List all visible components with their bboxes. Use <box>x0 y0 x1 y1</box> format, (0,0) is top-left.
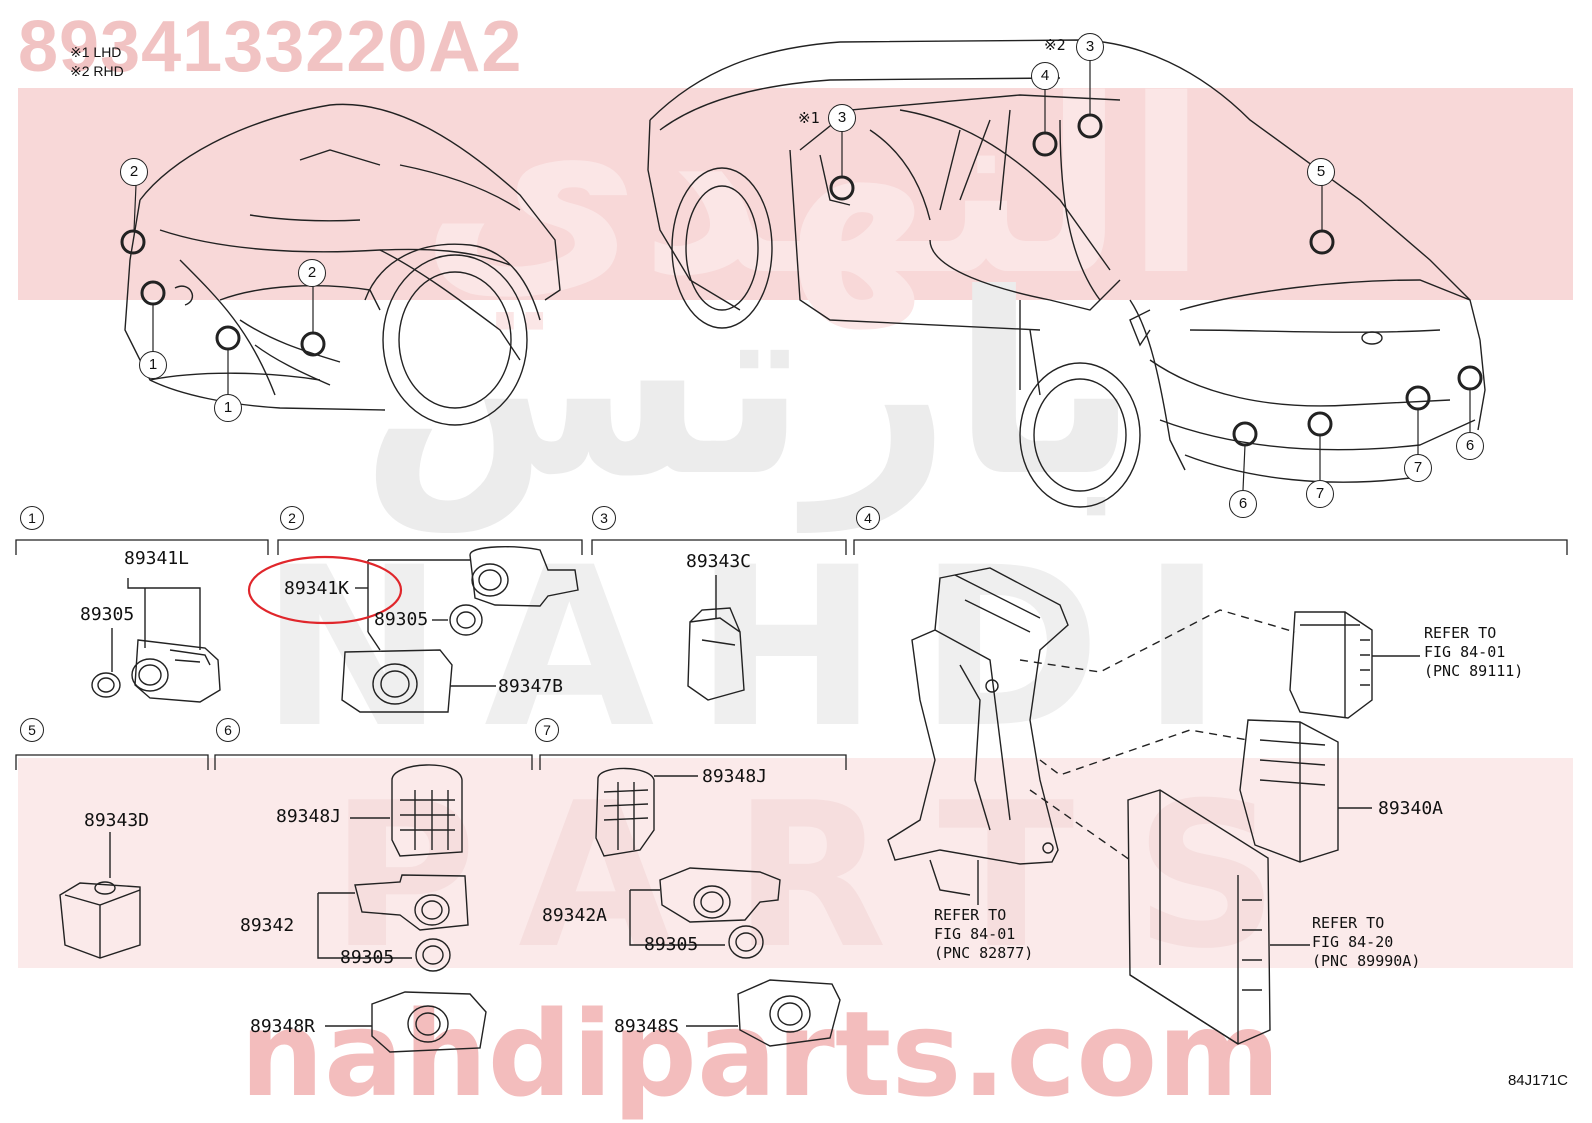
callout-5-rear: 5 <box>1307 158 1335 186</box>
part-label-89305-s2: 89305 <box>374 609 429 630</box>
front-car-illustration <box>124 103 561 426</box>
section-3-parts <box>687 575 745 701</box>
callout-3-rhd: 3 <box>1076 33 1104 61</box>
callout-6-rear-right: 6 <box>1456 432 1484 460</box>
part-label-89343C: 89343C <box>686 551 752 572</box>
line-art <box>15 39 1568 1053</box>
part-label-89343D: 89343D <box>84 810 150 831</box>
section-3-index: 3 <box>592 506 616 530</box>
section-6-index: 6 <box>216 718 240 742</box>
section-6-parts <box>317 764 487 1053</box>
part-label-89305-s7: 89305 <box>644 934 699 955</box>
part-label-89342A: 89342A <box>542 905 608 926</box>
part-label-89305-s6: 89305 <box>340 947 395 968</box>
part-label-89348J-s7: 89348J <box>702 766 768 787</box>
reference-note-82877: REFER TO FIG 84-01 (PNC 82877) <box>934 906 1034 962</box>
lhd-mark: ※1 <box>798 109 820 127</box>
callout-2-front-center: 2 <box>298 259 326 287</box>
sensor-ring-markers <box>120 113 1483 447</box>
highlight-ellipse <box>247 555 403 625</box>
part-label-89305-s1: 89305 <box>80 604 135 625</box>
callout-leaders <box>133 60 1471 491</box>
section-2-parts <box>341 546 579 713</box>
callout-2-front-left: 2 <box>120 158 148 186</box>
part-label-89348R: 89348R <box>250 1016 316 1037</box>
part-label-89348S: 89348S <box>614 1016 680 1037</box>
part-label-89342: 89342 <box>240 915 295 936</box>
diagram-stage: النهدي بارتس NAHDI PARTS nahdiparts.com … <box>15 7 1573 1123</box>
section-7-parts <box>595 767 841 1047</box>
section-1-index: 1 <box>20 506 44 530</box>
callout-7-rear-center: 7 <box>1306 480 1334 508</box>
callout-3-lhd: 3 <box>828 104 856 132</box>
rear-car-illustration <box>647 39 1486 508</box>
illustration-code: 84J171C <box>1507 1072 1568 1089</box>
note-lhd: ※1 LHD <box>70 44 122 60</box>
callout-4-rear: 4 <box>1031 62 1059 90</box>
section-1-parts <box>91 578 221 703</box>
part-label-89340A: 89340A <box>1378 798 1444 819</box>
part-label-89347B: 89347B <box>498 676 564 697</box>
callout-1-front-left: 1 <box>139 351 167 379</box>
section-5-index: 5 <box>20 718 44 742</box>
part-label-89341L: 89341L <box>124 548 190 569</box>
callout-1-front-center: 1 <box>214 394 242 422</box>
section-4-index: 4 <box>856 506 880 530</box>
reference-note-89111: REFER TO FIG 84-01 (PNC 89111) <box>1424 624 1524 680</box>
part-number-title: 8934133220A2 <box>18 7 523 87</box>
section-7-index: 7 <box>535 718 559 742</box>
section-4-parts <box>887 567 1420 1045</box>
note-rhd: ※2 RHD <box>70 63 124 79</box>
callout-6-rear-left: 6 <box>1229 490 1257 518</box>
part-label-89348J-s6: 89348J <box>276 806 342 827</box>
callout-7-rear-right: 7 <box>1404 454 1432 482</box>
part-label-89341K: 89341K <box>284 578 350 599</box>
section-brackets <box>15 539 1568 770</box>
rhd-mark: ※2 <box>1044 36 1066 54</box>
reference-note-89990A: REFER TO FIG 84-20 (PNC 89990A) <box>1312 914 1421 970</box>
section-5-parts <box>59 832 141 959</box>
section-2-index: 2 <box>280 506 304 530</box>
